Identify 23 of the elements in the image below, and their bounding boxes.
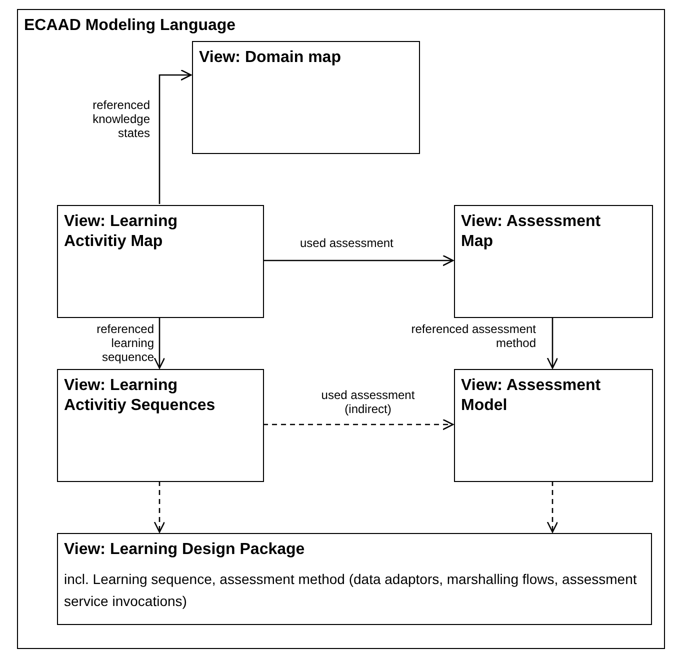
- view-box: [57, 205, 264, 318]
- arrow: [263, 254, 454, 266]
- view-box: [454, 369, 653, 482]
- view-title: ECAAD Modeling Language: [24, 16, 237, 36]
- view-box: [57, 369, 264, 482]
- view-box: [192, 41, 420, 154]
- view-box: [454, 205, 653, 318]
- dashed-arrow: [263, 418, 454, 430]
- view-description: incl. Learning sequence, assessment method (data adaptors, marshalling flows, assessment service invocations): [64, 570, 638, 611]
- view-title: View: Domain map: [199, 48, 342, 68]
- arrow: [158, 69, 192, 204]
- view-title: View: Learning Activitiy Map: [64, 212, 179, 252]
- dashed-arrow: [546, 481, 558, 533]
- view-title: View: Learning Design Package: [64, 540, 306, 560]
- view-title: View: Learning Activitiy Sequences: [64, 376, 216, 416]
- frame-box: [17, 9, 665, 649]
- arrow: [154, 317, 166, 369]
- view-title: View: Assessment Model: [461, 376, 602, 416]
- dashed-arrow: [154, 481, 166, 533]
- arrow: [546, 317, 558, 369]
- view-title: View: Assessment Map: [461, 212, 602, 252]
- edge-label: used assessment: [300, 236, 394, 250]
- view-box: [57, 533, 652, 625]
